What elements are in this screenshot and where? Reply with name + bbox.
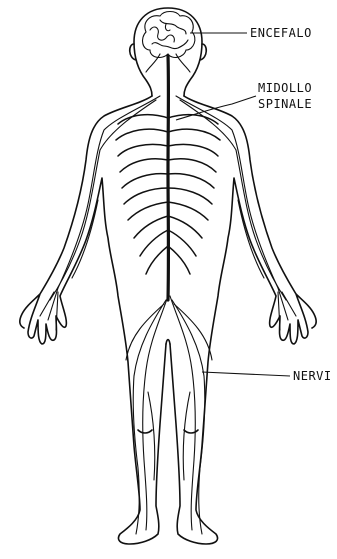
nerves-label: NERVI	[293, 369, 332, 383]
label-brain: ENCEFALO	[190, 26, 312, 40]
spinal-cord-label-line2: SPINALE	[258, 97, 312, 111]
brain-label: ENCEFALO	[250, 26, 312, 40]
label-spinal-cord: MIDOLLO SPINALE	[176, 81, 312, 120]
spinal-cord-label-line1: MIDOLLO	[258, 81, 312, 95]
left-side-outline	[20, 96, 166, 544]
leg-nerves	[126, 296, 212, 534]
label-nerves: NERVI	[202, 369, 332, 383]
right-side-outline	[170, 96, 316, 544]
